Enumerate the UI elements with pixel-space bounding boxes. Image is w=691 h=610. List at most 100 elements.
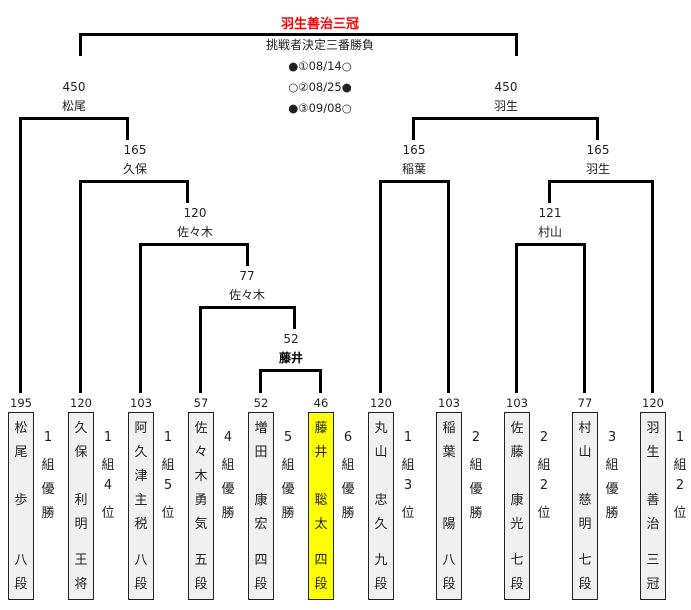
player-box: 佐藤康光七段 (504, 412, 530, 600)
bracket-line (583, 243, 586, 393)
player-name-char: 明 (578, 517, 592, 532)
player-rank-char: 冠 (646, 577, 660, 592)
qualification-char: 3 (607, 430, 617, 445)
qualification-char: 位 (101, 506, 115, 521)
qualification-char: 組 (469, 458, 483, 473)
qualification-char: 勝 (469, 506, 483, 521)
player-name-char: 葉 (442, 445, 456, 460)
sasaki-77-points: 77 (239, 269, 255, 283)
qualification-char: 優 (605, 482, 619, 497)
bracket-line (447, 180, 450, 393)
qualification-char: 優 (221, 482, 235, 497)
player-rank-char: 段 (578, 577, 592, 592)
player-rank-char: 五 (194, 553, 208, 568)
player-name-char: 陽 (442, 517, 456, 532)
player-rank-char: 四 (254, 553, 268, 568)
player-seed-points: 120 (370, 396, 392, 410)
player-name-char: 宏 (254, 517, 268, 532)
qualification-char: 組 (401, 458, 415, 473)
bracket-line (515, 243, 518, 393)
qualification-char: 優 (341, 482, 355, 497)
player-seed-points: 77 (577, 396, 593, 410)
player-rank-char: 四 (314, 553, 328, 568)
qualification-char: 1 (163, 430, 173, 445)
player-rank-char: 九 (374, 553, 388, 568)
qualification-char: 勝 (41, 506, 55, 521)
fujii-52-points: 52 (283, 332, 299, 346)
bracket-line (412, 117, 599, 120)
qualification-char: 4 (103, 478, 113, 493)
qualification-char: 組 (673, 458, 687, 473)
player-name-char: 生 (646, 445, 660, 460)
inaba-qf-name: 稲葉 (401, 162, 426, 176)
player-name-char: 松 (14, 421, 28, 436)
player-name-char: 治 (646, 517, 660, 532)
kubo-qf-name: 久保 (122, 162, 147, 176)
player-rank-char: 段 (14, 577, 28, 592)
qualification-char: 2 (539, 430, 549, 445)
player-name-char: 忠 (374, 493, 388, 508)
player-rank-char: 段 (194, 577, 208, 592)
bracket-line (139, 243, 249, 246)
qualification-char: 組 (605, 458, 619, 473)
left-semi-name: 松尾 (61, 99, 86, 113)
player-name-char: 勇 (194, 493, 208, 508)
qualification-char: 4 (223, 430, 233, 445)
player-rank-char: 段 (314, 577, 328, 592)
bracket-line (79, 180, 82, 393)
bracket-line (548, 180, 654, 183)
bracket-line (199, 306, 296, 309)
player-name-char: 山 (374, 445, 388, 460)
right-semi-name: 羽生 (493, 99, 518, 113)
murayama-121-points: 121 (538, 206, 562, 220)
bracket-line (651, 180, 654, 393)
qualification-char: 1 (675, 430, 685, 445)
player-name-char: 藤 (510, 445, 524, 460)
right-semi-points: 450 (494, 80, 518, 94)
player-box: 稲葉陽八段 (436, 412, 462, 600)
bracket-line (379, 180, 450, 183)
player-name-char: 康 (254, 493, 268, 508)
player-name-char: 慈 (578, 493, 592, 508)
murayama-121-name: 村山 (537, 225, 562, 239)
player-name-char: 阿 (134, 421, 148, 436)
player-box: 久保利明王将 (68, 412, 94, 600)
bracket-line (19, 117, 22, 393)
qualification-char: 勝 (341, 506, 355, 521)
qualification-char: 2 (675, 478, 685, 493)
player-rank-char: 段 (134, 577, 148, 592)
qualification-char: 組 (161, 458, 175, 473)
sasaki-120-name: 佐々木 (176, 225, 213, 239)
bracket-line (515, 243, 586, 246)
player-name-char: 山 (578, 445, 592, 460)
player-name-char: 光 (510, 517, 524, 532)
qualification-char: 勝 (221, 506, 235, 521)
qualification-char: 位 (401, 506, 415, 521)
bracket-line (293, 306, 296, 329)
qualification-char: 2 (539, 478, 549, 493)
bracket-line (199, 306, 202, 393)
bracket-line (319, 369, 322, 393)
qualification-char: 6 (343, 430, 353, 445)
player-name-char: 稲 (442, 421, 456, 436)
player-name-char: 田 (254, 445, 268, 460)
player-name-char: 村 (578, 421, 592, 436)
qualification-char: 2 (471, 430, 481, 445)
qualification-char: 1 (103, 430, 113, 445)
qualification-char: 位 (161, 506, 175, 521)
player-name-char: 利 (74, 493, 88, 508)
player-rank-char: 段 (510, 577, 524, 592)
qualification-char: 組 (41, 458, 55, 473)
player-name-char: 津 (134, 469, 148, 484)
player-name-char: 主 (134, 493, 148, 508)
player-name-char: 井 (314, 445, 328, 460)
sasaki-77-name: 佐々木 (228, 288, 265, 302)
player-name-char: 藤 (314, 421, 328, 436)
player-rank-char: 八 (14, 553, 28, 568)
player-box: 羽生善治三冠 (640, 412, 666, 600)
player-seed-points: 46 (313, 396, 329, 410)
player-seed-points: 103 (130, 396, 152, 410)
left-semi-points: 450 (62, 80, 86, 94)
player-box: 藤井聡太四段 (308, 412, 334, 600)
player-name-char: 太 (314, 517, 328, 532)
